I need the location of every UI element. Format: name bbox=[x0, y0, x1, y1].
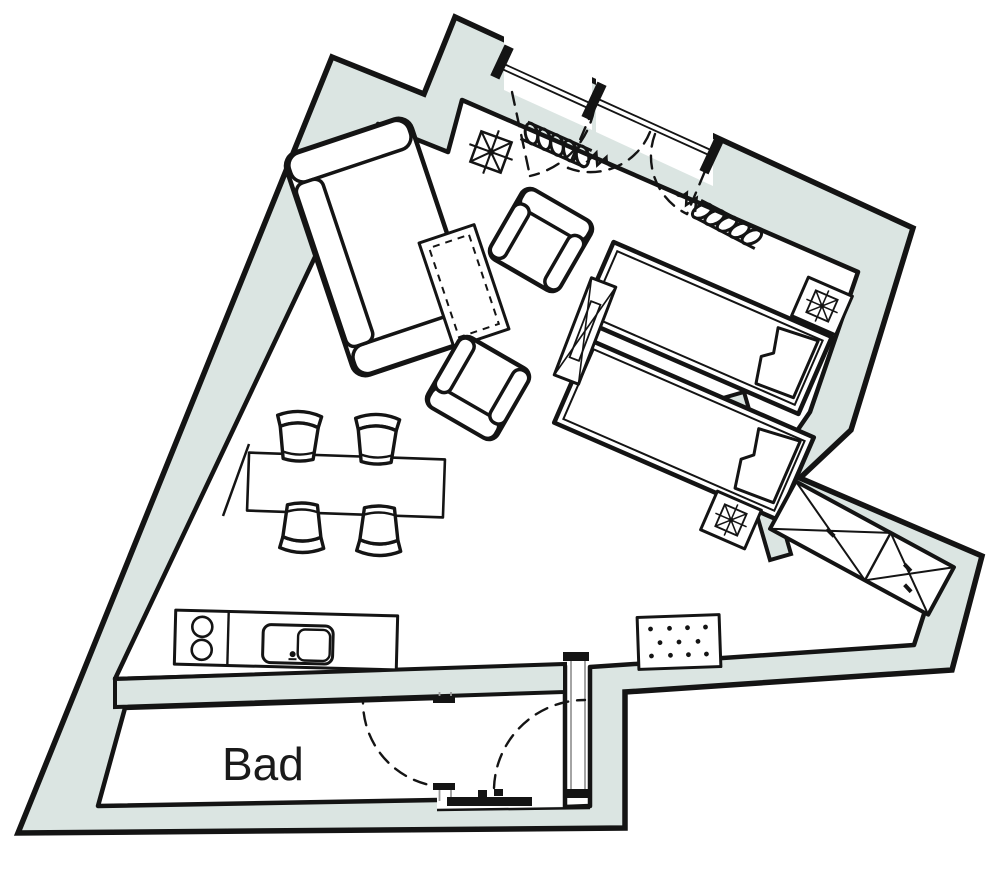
french-door-glazing bbox=[593, 97, 714, 157]
stove-burner bbox=[190, 638, 214, 662]
interior-wall-bath-north bbox=[113, 661, 567, 710]
pillow bbox=[754, 326, 820, 400]
tv-low-board bbox=[552, 276, 618, 386]
sideboard bbox=[635, 613, 723, 671]
window-opening-left bbox=[504, 36, 592, 130]
room-label-bathroom: Bad bbox=[222, 738, 304, 790]
bathroom-door-swing bbox=[361, 700, 450, 789]
sink-basin bbox=[296, 628, 332, 663]
faucet bbox=[289, 651, 296, 658]
window-leaf-swings bbox=[510, 90, 715, 216]
wardrobe bbox=[768, 479, 956, 617]
wall-ledge-line bbox=[221, 443, 251, 517]
entry-threshold bbox=[436, 789, 591, 812]
dining-table bbox=[245, 451, 447, 519]
window-jamb-cap bbox=[490, 44, 514, 80]
dining-chair bbox=[352, 412, 402, 467]
sofa bbox=[283, 116, 481, 378]
stove-burner bbox=[191, 615, 214, 639]
armchair bbox=[487, 186, 595, 294]
coffee-table bbox=[417, 223, 511, 349]
armchair bbox=[424, 334, 532, 442]
dining-chair bbox=[274, 409, 324, 464]
window-glazing-left bbox=[501, 63, 593, 110]
window-jamb-cap bbox=[581, 81, 607, 121]
sideboard-dots bbox=[648, 624, 709, 659]
hall-right-frame bbox=[563, 652, 589, 798]
kitchenette bbox=[172, 608, 400, 672]
dining-chair bbox=[277, 500, 327, 555]
entry-door-swing bbox=[492, 698, 587, 790]
dining-chair bbox=[354, 503, 404, 558]
sink bbox=[261, 623, 335, 666]
pillow bbox=[733, 427, 802, 505]
window-opening-right bbox=[596, 78, 713, 186]
